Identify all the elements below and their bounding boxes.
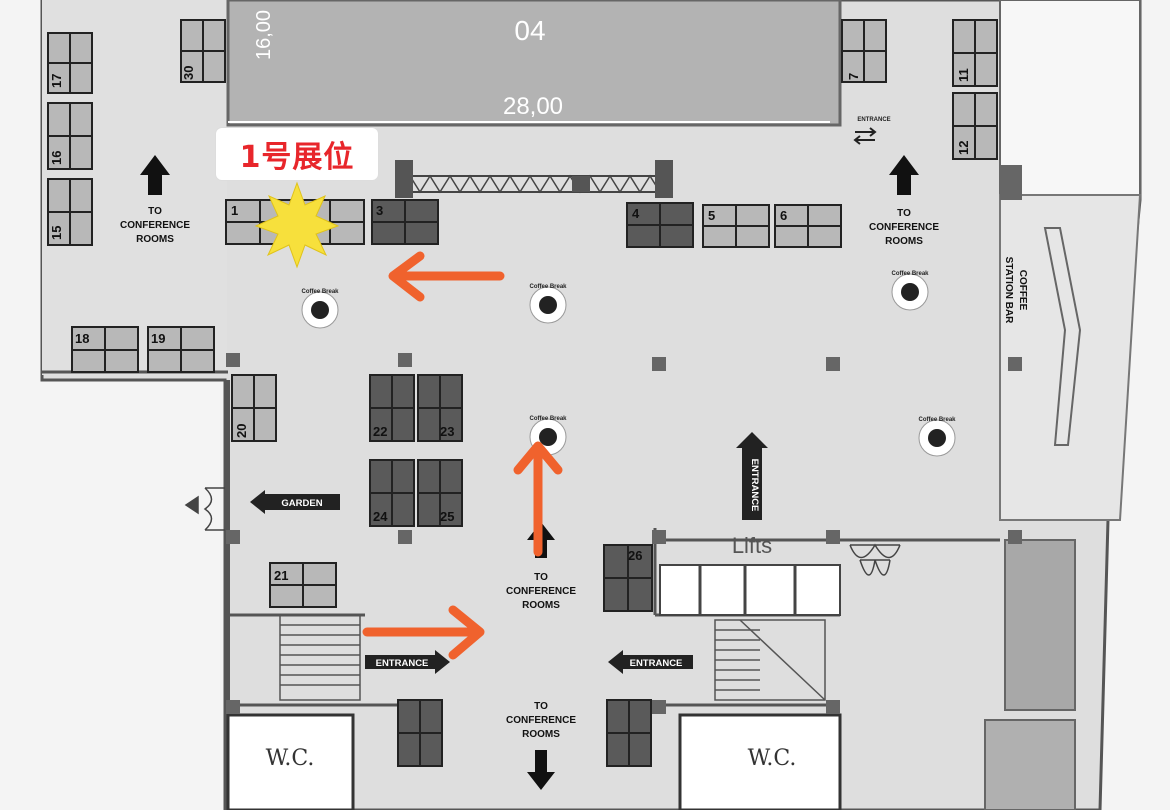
- booth-4-number: 4: [632, 206, 640, 221]
- booth-3-number: 3: [376, 203, 383, 218]
- to-conference-mid-3: ROOMS: [522, 600, 560, 611]
- entrance-right-label: ENTRANCE: [630, 658, 683, 669]
- booth-5-number: 5: [708, 208, 715, 223]
- booth-20[interactable]: [369, 374, 415, 442]
- hall-number: 04: [514, 15, 545, 46]
- booth-7[interactable]: [841, 19, 887, 83]
- entrance-left-sign: ENTRANCE: [365, 650, 450, 674]
- wc-right-label: W.C.: [748, 746, 797, 771]
- booth-7-number: 7: [846, 73, 861, 80]
- to-conference-bottom-2: CONFERENCE: [506, 715, 576, 726]
- to-conference-mid-1: TO: [534, 572, 548, 583]
- coffee-break-icon: Coffee Break: [529, 284, 567, 324]
- booth-22-number: 24: [373, 509, 388, 524]
- to-conference-bottom-3: ROOMS: [522, 729, 560, 740]
- svg-text:Coffee Break: Coffee Break: [918, 417, 956, 423]
- booth-18[interactable]: [231, 374, 277, 442]
- to-conference-left-3: ROOMS: [136, 234, 174, 245]
- hall-04: [226, 0, 842, 127]
- booth-callout-label: 1号展位: [216, 128, 378, 180]
- booth-16-number: 18: [75, 331, 89, 346]
- booth-6-number: 6: [780, 208, 787, 223]
- wc-left-label: W.C.: [266, 746, 315, 771]
- booth-1-number: 1: [231, 203, 238, 218]
- to-conference-right-3: ROOMS: [885, 236, 923, 247]
- svg-text:Coffee Break: Coffee Break: [529, 416, 567, 422]
- booth-20-number: 22: [373, 424, 387, 439]
- booth-3[interactable]: [371, 199, 439, 245]
- garden-label: GARDEN: [281, 498, 322, 509]
- entrance-up-sign: ENTRANCE: [736, 432, 768, 520]
- svg-text:Coffee Break: Coffee Break: [891, 271, 929, 277]
- booth-26[interactable]: [606, 699, 652, 767]
- entrance-left-label: ENTRANCE: [376, 658, 429, 669]
- booth-18-number: 20: [234, 424, 249, 438]
- booth-16[interactable]: [71, 326, 139, 373]
- svg-text:Coffee Break: Coffee Break: [301, 289, 339, 295]
- arrow-up-icon: [889, 155, 919, 195]
- booth-24[interactable]: [603, 544, 653, 612]
- route-arrows: [362, 251, 563, 660]
- booth-17-number: 19: [151, 331, 165, 346]
- booth-30-number: 30: [181, 66, 196, 80]
- booth-17[interactable]: [147, 326, 215, 373]
- booth-15-number: 17: [49, 74, 64, 88]
- entrance-swap-icon: [853, 127, 877, 145]
- booth-25[interactable]: [397, 699, 443, 767]
- route-arrow-left-icon: [388, 251, 505, 302]
- booth-5[interactable]: [702, 204, 770, 248]
- entrance-up-label: ENTRANCE: [749, 459, 760, 512]
- garden-sign: GARDEN: [250, 490, 340, 514]
- booth-12[interactable]: [952, 92, 998, 160]
- arrow-down-icon: [527, 750, 555, 790]
- coffee-station-line1: COFFEE: [1017, 270, 1028, 311]
- hall-width-label: 28,00: [503, 93, 563, 120]
- booth-21[interactable]: [417, 374, 463, 442]
- booth-23[interactable]: [417, 459, 463, 527]
- coffee-break-icon: Coffee Break: [891, 271, 929, 311]
- booth-14-number: 16: [49, 151, 64, 165]
- booth-24-number: 26: [628, 548, 642, 563]
- route-arrow-right-icon: [362, 605, 485, 660]
- to-conference-mid-2: CONFERENCE: [506, 586, 576, 597]
- to-conference-right-1: TO: [897, 208, 911, 219]
- route-arrow-up-icon: [513, 441, 563, 557]
- booth-23-number: 25: [440, 509, 454, 524]
- entrance-right-sign: ENTRANCE: [608, 650, 693, 674]
- to-conference-bottom-1: TO: [534, 701, 548, 712]
- booth-19[interactable]: [269, 562, 337, 608]
- booth-13[interactable]: [47, 178, 93, 246]
- booth-11[interactable]: [952, 19, 998, 87]
- entrance-small-label: ENTRANCE: [857, 117, 890, 123]
- lifts-label: Lifts: [732, 533, 772, 558]
- coffee-break-icon: Coffee Break: [918, 417, 956, 457]
- to-conference-left-1: TO: [148, 206, 162, 217]
- coffee-break-icon: Coffee Break: [301, 289, 339, 329]
- booth-30[interactable]: [180, 19, 226, 83]
- highlight-star-icon: [254, 181, 340, 269]
- booth-22[interactable]: [369, 459, 415, 527]
- hall-depth-label: 16,00: [253, 10, 275, 60]
- booth-13-number: 15: [49, 226, 64, 240]
- booth-15[interactable]: [47, 32, 93, 94]
- coffee-station-line2: STATION BAR: [1003, 257, 1014, 325]
- booth-11-number: 11: [956, 68, 971, 82]
- booth-12-number: 12: [956, 141, 971, 155]
- booth-6[interactable]: [774, 204, 842, 248]
- booth-19-number: 21: [274, 568, 288, 583]
- svg-text:Coffee Break: Coffee Break: [529, 284, 567, 290]
- booth-14[interactable]: [47, 102, 93, 170]
- to-conference-left-2: CONFERENCE: [120, 220, 190, 231]
- arrow-up-icon: [140, 155, 170, 195]
- booth-4[interactable]: [626, 202, 694, 248]
- booth-21-number: 23: [440, 424, 454, 439]
- to-conference-right-2: CONFERENCE: [869, 222, 939, 233]
